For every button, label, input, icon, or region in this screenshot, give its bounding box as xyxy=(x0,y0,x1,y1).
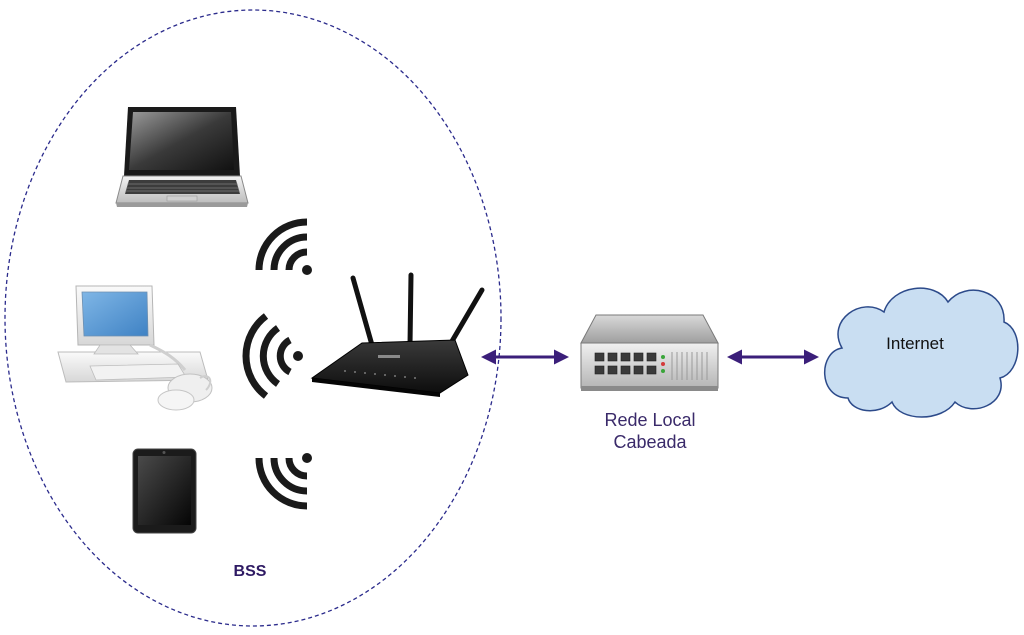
laptop-icon xyxy=(115,107,249,207)
network-switch-icon xyxy=(580,314,719,391)
wired-lan-label: Rede Local Cabeada xyxy=(570,409,730,453)
wifi-signal-icon xyxy=(255,453,312,510)
cloud-icon xyxy=(823,287,1019,418)
wired-lan-label-line2: Cabeada xyxy=(613,432,687,452)
bss-label: BSS xyxy=(233,563,267,580)
tablet-icon xyxy=(132,448,197,534)
wired-lan-label-line1: Rede Local xyxy=(604,410,696,430)
desktop-computer-icon xyxy=(57,285,213,411)
bss-boundary xyxy=(4,9,502,627)
internet-label: Internet xyxy=(886,334,944,353)
wifi-signal-icon xyxy=(242,313,303,399)
wireless-router-icon xyxy=(310,272,485,397)
wifi-signal-icon xyxy=(255,218,312,275)
